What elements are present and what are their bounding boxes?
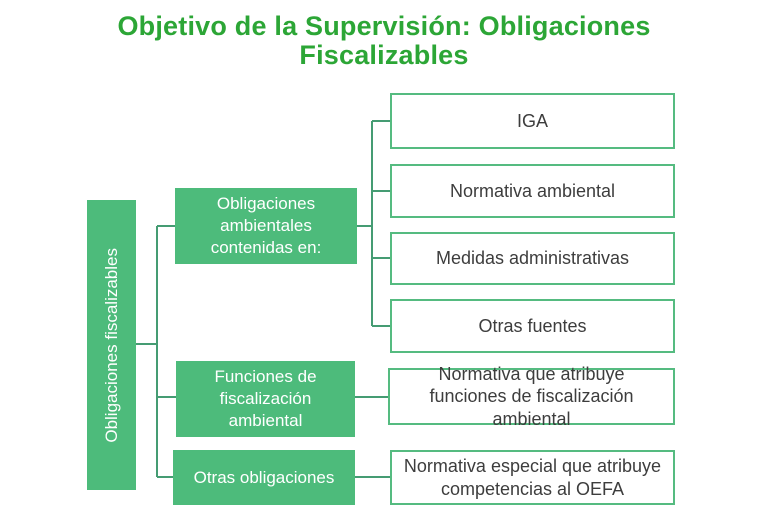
leaf-medidas-administrativas: Medidas administrativas	[390, 232, 675, 285]
node-b-label: Funciones de fiscalización ambiental	[214, 367, 317, 430]
leaf-normativa-especial-oefa-label: Normativa especial que atribuye competen…	[403, 456, 662, 499]
leaf-normativa-atribuye-funciones: Normativa que atribuye funciones de fisc…	[388, 364, 675, 429]
leaf-normativa-ambiental: Normativa ambiental	[390, 164, 675, 218]
node-funciones-fiscalizacion: Funciones de fiscalización ambiental	[176, 361, 355, 437]
node-root-label: Obligaciones fiscalizables	[101, 247, 121, 443]
node-obligaciones-ambientales: Obligaciones ambientales contenidas en:	[175, 188, 357, 264]
leaf-normativa-ambiental-label: Normativa ambiental	[449, 180, 616, 201]
leaf-otras-fuentes-label: Otras fuentes	[478, 315, 587, 336]
node-obligaciones-fiscalizables: Obligaciones fiscalizables	[87, 200, 136, 490]
leaf-iga: IGA	[390, 93, 675, 149]
leaf-iga-label: IGA	[516, 110, 548, 131]
leaf-otras-fuentes: Otras fuentes	[390, 299, 675, 353]
node-otras-obligaciones: Otras obligaciones	[173, 450, 355, 505]
page-title: Objetivo de la Supervisión: Obligaciones…	[117, 11, 651, 71]
node-a-label: Obligaciones ambientales contenidas en:	[210, 194, 322, 257]
leaf-normativa-atribuye-funciones-label: Normativa que atribuye funciones de fisc…	[429, 363, 634, 429]
node-c-label: Otras obligaciones	[193, 467, 335, 487]
leaf-normativa-especial-oefa: Normativa especial que atribuye competen…	[390, 450, 675, 505]
leaf-medidas-administrativas-label: Medidas administrativas	[435, 248, 630, 269]
